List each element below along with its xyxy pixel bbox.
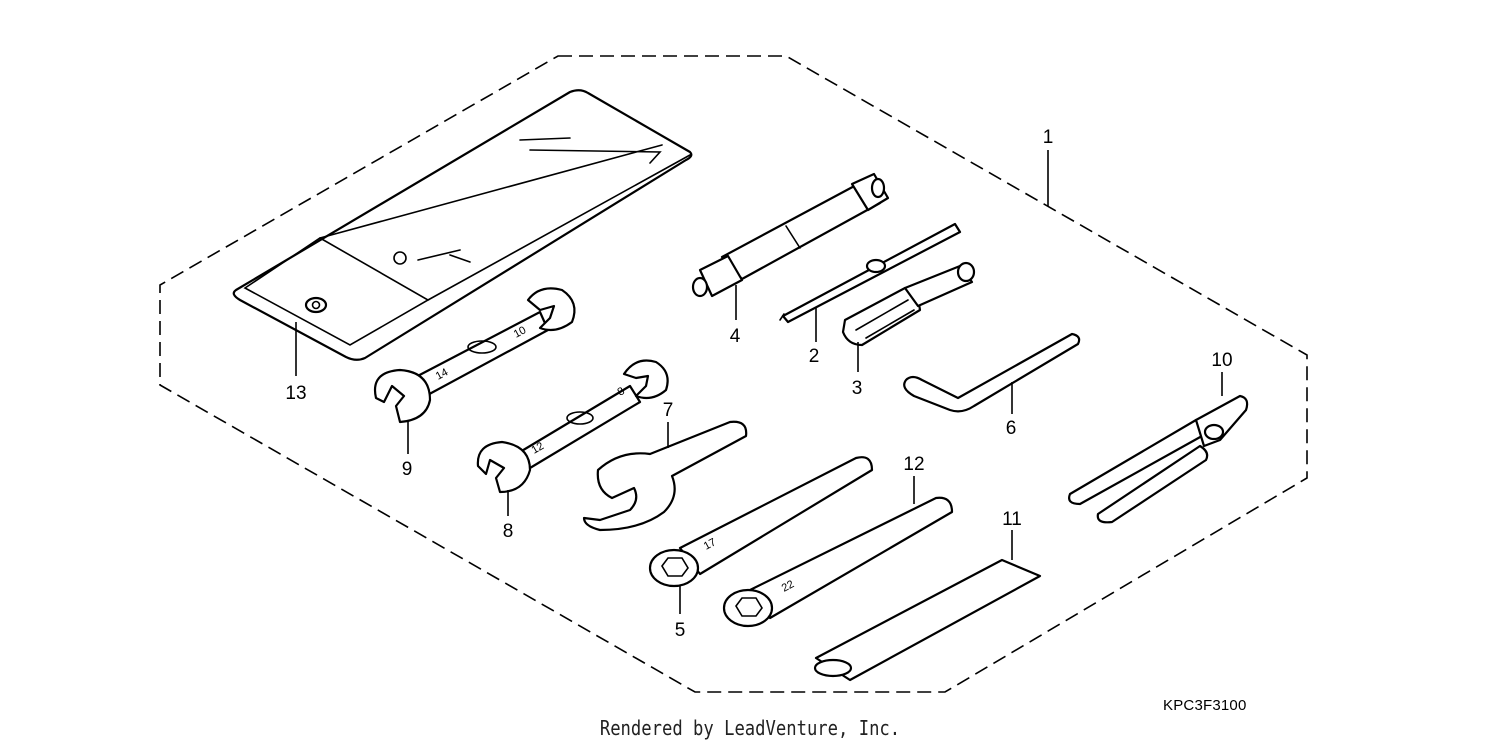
callout-8: 8 xyxy=(503,521,514,542)
box-wrench-22 xyxy=(722,496,954,628)
pin-spanner xyxy=(582,420,748,532)
spark-plug-wrench xyxy=(691,172,890,298)
hex-key xyxy=(903,332,1081,413)
tool-bag xyxy=(232,89,693,361)
wrench-size-10: 10 xyxy=(512,324,528,340)
callout-5: 5 xyxy=(675,620,686,641)
callout-4: 4 xyxy=(730,326,741,347)
callout-3: 3 xyxy=(852,378,863,399)
callout-2: 2 xyxy=(809,346,820,367)
diagram-code: KPC3F3100 xyxy=(1163,697,1247,714)
leader-lines xyxy=(295,150,1223,614)
screwdriver-blade xyxy=(779,222,962,324)
open-end-wrench-14x10 xyxy=(373,287,576,424)
wrench-size-stamps: 14 10 12 8 17 22 xyxy=(434,324,796,594)
callout-11: 11 xyxy=(1002,509,1022,530)
callout-12: 12 xyxy=(903,454,924,475)
wrench-size-12: 12 xyxy=(530,440,547,457)
callout-7: 7 xyxy=(663,400,674,421)
render-credit: Rendered by LeadVenture, Inc. xyxy=(599,716,901,740)
callout-13: 13 xyxy=(285,383,306,404)
callout-6: 6 xyxy=(1006,418,1017,439)
callout-10: 10 xyxy=(1211,350,1232,371)
callout-1: 1 xyxy=(1043,127,1054,148)
callout-9: 9 xyxy=(402,459,413,480)
wrench-size-17: 17 xyxy=(702,536,718,552)
box-wrench-17 xyxy=(648,456,874,588)
wrench-size-8: 8 xyxy=(616,385,627,398)
kit-boundary xyxy=(159,55,1308,693)
wrench-size-14: 14 xyxy=(434,366,450,382)
open-end-wrench-12x8 xyxy=(476,359,669,494)
pliers xyxy=(1068,394,1249,524)
wrench-size-22: 22 xyxy=(780,578,796,594)
grip-cover xyxy=(813,558,1042,682)
screwdriver-handle xyxy=(841,261,976,347)
callouts: 1 13 4 2 3 6 10 7 9 12 8 11 5 xyxy=(285,127,1232,641)
